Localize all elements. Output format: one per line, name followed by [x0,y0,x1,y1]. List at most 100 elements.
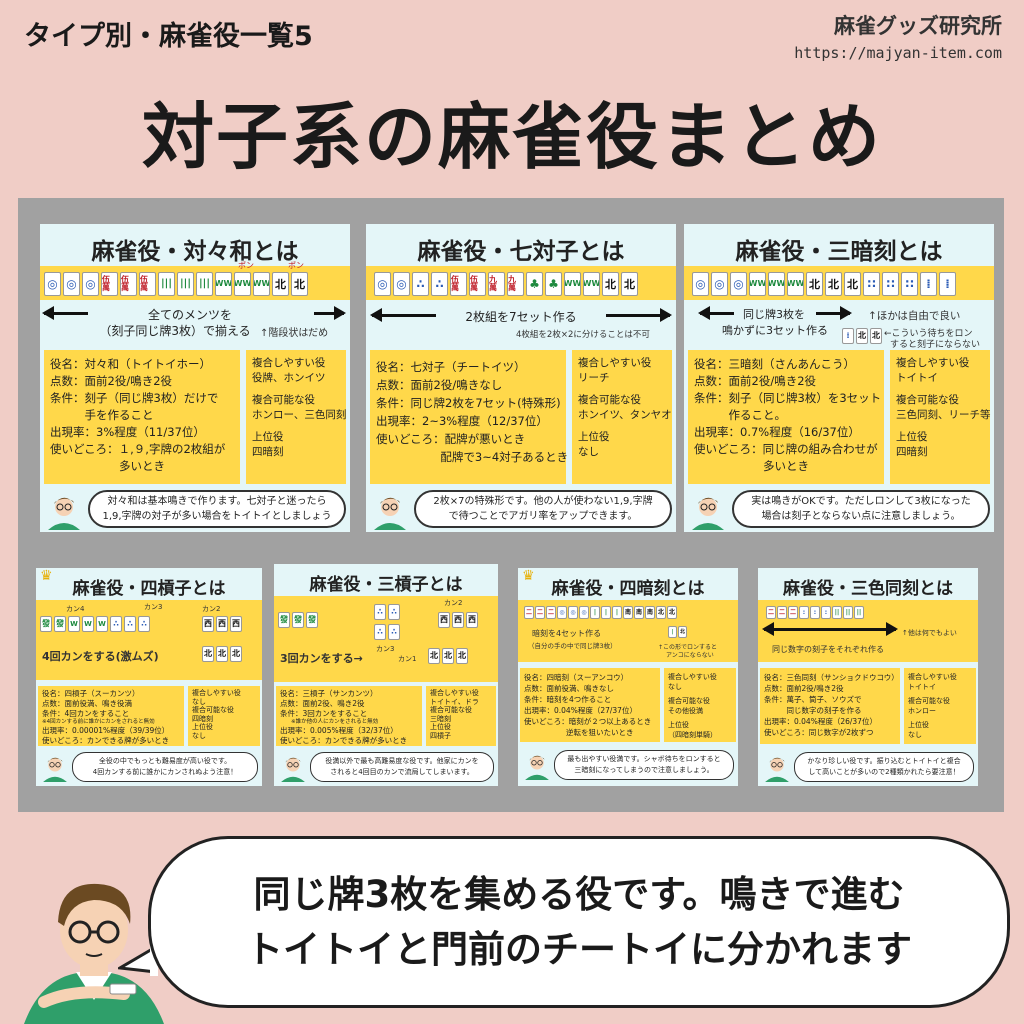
text-line: 役名：対々和（トイトイホー） [50,357,211,371]
sou-tile: WW [234,272,251,296]
card-sankantsu: 麻雀役・三槓子とは カン2 發 發 發 ∴ ∴ ∴ ∴ 西 西 西 カン3 3回… [274,564,498,786]
mahjong-tile: ◎ [711,272,728,296]
mahjong-tile: WW [787,272,804,296]
text-line: 複合しやすい役 [252,357,326,369]
north-tile: 北 [272,272,289,296]
mahjong-tile: W [68,616,80,632]
cards-panel: 麻雀役・対々和とは ◎ ◎ ◎ 伍萬 伍萬 伍萬 ||| ||| ||| WW … [18,198,1004,812]
mahjong-tile: 北 [870,328,882,344]
kan-caption: 3回カンをする→ [280,652,363,665]
tile-row: ∴ ∴ [374,624,400,640]
card-sananko: 麻雀役・三暗刻とは ◎ ◎ ◎ WW WW WW 北 北 北 ∷ ∷ ∷ ⁞ ⁞… [684,224,994,532]
related-box: 複合しやすい役トイトイ、ドラ 複合可能な役三暗刻 上位役四槓子 [426,686,496,746]
mahjong-tile: 南 [634,606,644,619]
text-line: 複合可能な役 [430,706,472,714]
kan-label: カン2 [444,599,463,607]
kan-label: カン2 [202,605,221,613]
caption-note: 4枚組を2枚×2に分けることは不可 [516,330,650,340]
info-box: 役名：三暗刻（さんあんこう） 点数：面前2役/鳴き2役 条件：刻子（同じ牌3枚）… [688,350,884,484]
kan-label: カン3 [144,603,163,611]
mahjong-tile: 發 [292,612,304,628]
mahjong-tile: 北 [230,646,242,662]
info-box: 役名：四槓子（スーカンツ） 点数：面前役満、鳴き役満 条件：4回カンをすること … [38,686,184,746]
speech-bubble: かなり珍しい役です。振り込むとトイトイと複合して高いことが多いので2種類かれたら… [794,752,974,782]
text-line: 条件：4回カンをすること [42,709,130,718]
mahjong-tile: || [832,606,842,619]
text-line: 出現率：0.00001%程度（39/39位） [42,726,170,735]
caption-note: ↑階段状はだめ [260,328,329,339]
text-line: トイトイ [896,371,938,384]
text-line: なし [192,731,206,740]
speech-line: 同じ牌3枚を集める役です。鳴きで進む [253,872,905,916]
mahjong-tile: 西 [230,616,242,632]
mahjong-tile: 北 [602,272,619,296]
mahjong-tile: ◎ [692,272,709,296]
tile-row: 二 二 二 : : : || || || [766,606,864,619]
mahjong-tile: 二 [546,606,556,619]
text-line: 役名：四暗刻（スーアンコウ） [524,673,629,682]
mahjong-tile: ∷ [901,272,918,296]
mahjong-tile: 南 [623,606,633,619]
avatar [762,752,792,782]
text-line: なし [668,683,682,691]
mahjong-tile: | [601,606,611,619]
text-line: 全役の中でもっとも難易度が高い役です。 [98,757,232,765]
caption-line: 同じ数字の刻子をそれぞれ作る [772,645,884,654]
info-box: 役名：対々和（トイトイホー） 点数：面前2役/鳴き2役 条件：刻子（同じ牌3枚）… [44,350,240,484]
speech-bubble: 全役の中でもっとも難易度が高い役です。 4回カンする前に誰かにカンされぬよう注意！ [72,752,258,782]
avatar [40,752,70,782]
tile-strip [36,600,262,680]
text-line: 三色同刻、リーチ等 [896,408,991,421]
text-line: 複合しやすい役 [192,689,241,697]
text-line: 出現率：0.04%程度（27/37位） [524,706,637,715]
text-line: 点数：面前役満、鳴きなし [524,684,614,693]
crown-icon: ♛ [40,568,53,584]
mahjong-tile: 發 [54,616,66,632]
text-line: 複合可能な役 [908,697,950,705]
related-box: 複合しやすい役役牌、ホンイツ 複合可能な役ホンロー、三色同刻 上位役四暗刻 [246,350,346,484]
text-line: 配牌で3~4対子あるとき [440,450,569,464]
text-line: 条件：刻子（同じ牌3枚）を3セット [694,391,882,405]
mahjong-tile: ◎ [568,606,578,619]
text-line: 上位役 [252,431,284,443]
info-box: 役名：三槓子（サンカンツ） 点数：面前2役、鳴き2役 条件：3回カンをすること … [276,686,422,746]
caption-note: ↑ほかは自由で良い [868,310,961,322]
mahjong-tile: WW [564,272,581,296]
text-line: 使いどころ：配牌が悪いとき [376,432,526,446]
wait-tiles: ⁞ 北 北 [842,328,882,344]
text-line: 三暗刻 [430,714,451,723]
text-line: 上位役 [668,721,689,729]
text-line: 点数：面前役満、鳴き役満 [42,699,132,708]
text-line: 上位役 [430,723,451,731]
speech-line: トイトイと門前のチートイに分かれます [246,928,912,971]
speech-bubble: 役満以外で最も高難易度な役です。他家にカンをされると4回目のカンで流局してしまい… [310,752,494,782]
speech-bubble: 2枚×7の特殊形です。他の人が使わない1,9,字牌で待つことでアガリ率をアップで… [414,490,672,528]
tile-row: 北 北 北 [202,646,242,662]
card-title: 麻雀役・三槓子とは [309,575,463,595]
text-line: ホンロー [908,707,936,715]
sou-tile: WW [253,272,270,296]
mahjong-tile: ∴ [431,272,448,296]
related-box: 複合しやすい役リーチ 複合可能な役ホンイツ、タンヤオ 上位役なし [572,350,672,484]
mahjong-tile: ∴ [412,272,429,296]
caption-line: 同じ牌3枚を [743,308,805,321]
text-line: 出現率：0.005%程度（32/37位） [280,726,398,735]
text-line: 対々和は基本鳴きで作ります。七対子と迷ったら [107,496,327,507]
mahjong-tile: ◎ [730,272,747,296]
text-line: 条件：萬子、筒子、ソウズで [764,695,862,704]
text-line: で待つことでアガリ率をアップできます。 [448,511,638,522]
text-line: 上位役 [908,721,929,729]
mahjong-tile: 北 [667,606,677,619]
brand-url[interactable]: https://majyan-item.com [794,44,1002,62]
mahjong-tile: ◎ [579,606,589,619]
pin-tile: ◎ [82,272,99,296]
text-line: 4回カンする前に誰かにカンされぬよう注意！ [92,768,238,776]
text-line [896,385,984,393]
text-line: トイトイ [908,683,936,691]
mahjong-tile: 北 [621,272,638,296]
tile-row: ◎ ◎ ◎ 伍萬 伍萬 伍萬 ||| ||| ||| WW WW WW 北 北 [44,272,308,296]
mahjong-tile: ∴ [124,616,136,632]
info-box: 役名：七対子（チートイツ） 点数：面前2役/鳴きなし 条件：同じ牌2枚を7セット… [370,350,569,484]
kan-label: カン4 [66,605,85,613]
